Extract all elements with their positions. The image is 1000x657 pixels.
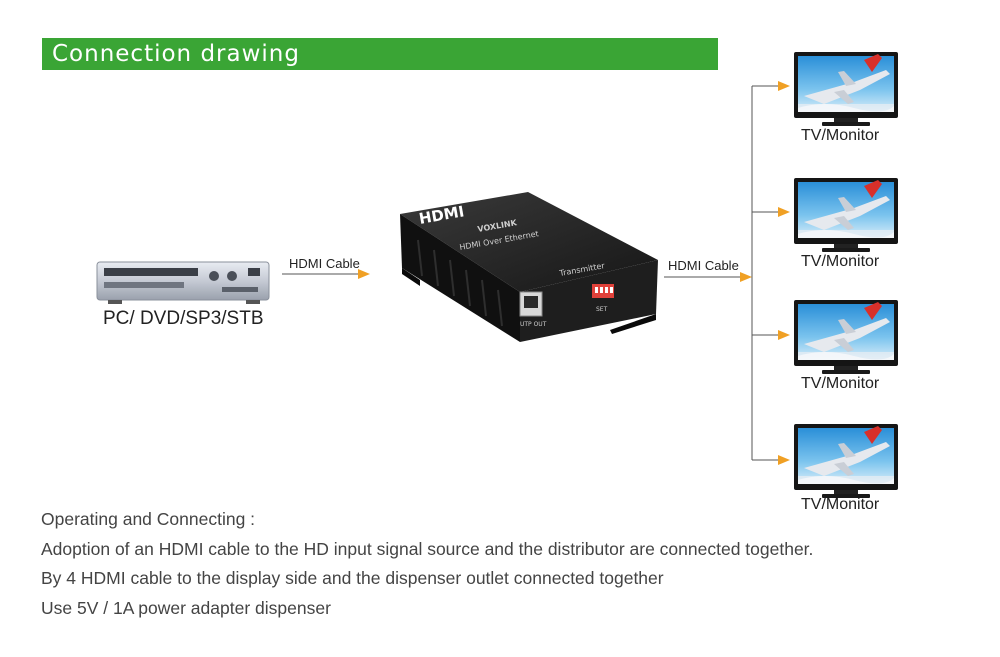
description-line-2: By 4 HDMI cable to the display side and … (41, 568, 664, 588)
description-line-3: Use 5V / 1A power adapter dispenser (41, 598, 331, 618)
device-port-label: UTP OUT (520, 321, 547, 328)
tv-label-1: TV/Monitor (801, 127, 880, 144)
input-cable-label: HDMI Cable (289, 256, 360, 271)
branch-2 (752, 207, 790, 217)
tv-monitor-icon (794, 52, 898, 126)
tv-label-3: TV/Monitor (801, 375, 880, 392)
branch-3 (752, 330, 790, 340)
dvd-player-icon (96, 261, 270, 304)
tv-label-2: TV/Monitor (801, 253, 880, 270)
description-line-1: Adoption of an HDMI cable to the HD inpu… (41, 539, 814, 559)
tv-monitor-icon (794, 424, 898, 498)
input-cable (282, 269, 370, 279)
tv-label-4: TV/Monitor (801, 496, 880, 513)
branch-4 (752, 455, 790, 465)
source-label: PC/ DVD/SP3/STB (103, 308, 264, 329)
output-cable (664, 86, 753, 460)
section-header: Connection drawing (42, 38, 718, 70)
tv-monitor-icon (794, 300, 898, 374)
tv-monitor-icon (794, 178, 898, 252)
description-heading: Operating and Connecting : (41, 509, 256, 529)
transmitter-device (400, 192, 658, 342)
branch-1 (752, 81, 790, 91)
section-title: Connection drawing (52, 41, 300, 67)
device-switch-label: SET (596, 306, 608, 313)
output-cable-label: HDMI Cable (668, 258, 739, 273)
